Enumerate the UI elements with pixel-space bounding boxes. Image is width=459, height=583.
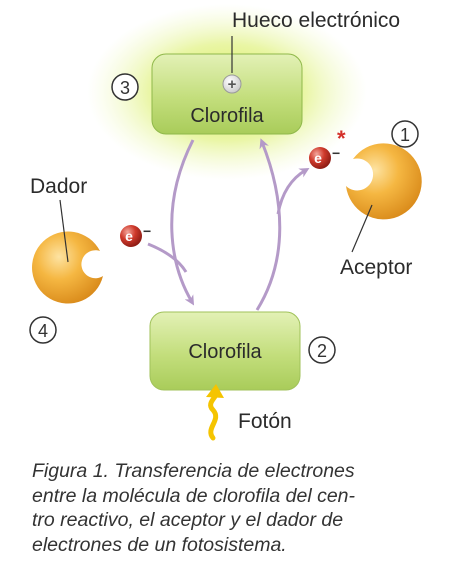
chlorophyll-top-box [151, 53, 303, 135]
donor-sphere [32, 231, 103, 304]
electron-donor-e: e [125, 228, 133, 244]
electron-donor-icon [120, 225, 142, 247]
number-1: 1 [400, 125, 410, 145]
arrow-bottom-to-top [255, 138, 282, 311]
photon-arrow [208, 389, 219, 441]
donor-pointer [59, 199, 69, 263]
electron-donor-minus: − [143, 223, 151, 239]
number-circle-1 [391, 120, 419, 148]
photon-arrowhead [206, 384, 224, 398]
electron-acceptor-icon [309, 147, 331, 169]
caption-line-2: entre la molécula de clorofila del cen- [32, 484, 356, 507]
number-circle-4 [29, 316, 57, 344]
caption-line-4: electrones de un fotosistema. [32, 533, 287, 556]
electron-hole-icon [222, 74, 242, 94]
number-3: 3 [120, 78, 130, 98]
number-2: 2 [317, 341, 327, 361]
hole-plus: + [228, 76, 237, 93]
photon-label: Fotón [238, 410, 292, 433]
electron-acceptor-minus: − [332, 145, 340, 161]
arrow-donor-to-path [147, 242, 188, 273]
caption-line-3: tro reactivo, el aceptor y el dador de [32, 509, 344, 531]
arrow-to-acceptor [276, 168, 310, 215]
hole-label: Hueco electrónico [232, 9, 401, 32]
photosystem-diagram: + e − * e − 1 2 3 4 Clorofila Clorofila [29, 4, 422, 441]
chlorophyll-top-label: Clorofila [190, 105, 264, 127]
caption-line-1: Figura 1. Transferencia de electrones [32, 460, 355, 482]
acceptor-sphere [346, 143, 422, 220]
donor-label: Dador [30, 175, 88, 198]
chlorophyll-bottom-box [149, 311, 301, 391]
electron-acceptor-e: e [314, 150, 322, 166]
acceptor-pointer [351, 204, 373, 253]
chlorophyll-bottom-label: Clorofila [188, 341, 262, 363]
number-circle-2 [308, 336, 336, 364]
number-4: 4 [38, 321, 48, 341]
acceptor-label: Aceptor [340, 256, 413, 279]
arrow-top-to-bottom [170, 139, 195, 306]
number-circle-3 [111, 73, 139, 101]
figure-caption: Figura 1. Transferencia de electrones en… [32, 459, 430, 557]
excited-star: * [337, 126, 346, 151]
